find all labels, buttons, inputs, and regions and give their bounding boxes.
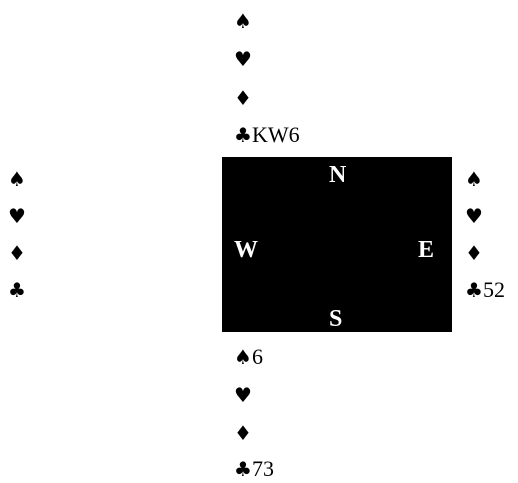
heart-icon: ♥ [465, 204, 483, 228]
west-clubs-row: ♣ [8, 279, 26, 301]
bridge-table-compass: N W E S [222, 157, 452, 332]
south-clubs-cards: 73 [251, 456, 274, 481]
north-hearts-row: ♥ [234, 48, 252, 70]
east-diamonds-row: ♦ [465, 242, 483, 264]
north-clubs-row: ♣KW6 [234, 122, 300, 147]
east-clubs-cards: 52 [482, 277, 505, 302]
heart-icon: ♥ [8, 204, 26, 228]
south-hearts-row: ♥ [234, 384, 252, 406]
club-icon: ♣ [465, 278, 483, 302]
compass-north-label: N [329, 162, 347, 188]
south-spades-cards: 6 [251, 344, 263, 369]
heart-icon: ♥ [234, 47, 252, 71]
diamond-icon: ♦ [234, 421, 252, 445]
club-icon: ♣ [234, 123, 252, 147]
south-diamonds-row: ♦ [234, 422, 252, 444]
diamond-icon: ♦ [465, 241, 483, 265]
spade-icon: ♠ [234, 345, 252, 369]
west-hand: ♠ ♥ ♦ ♣ [8, 168, 68, 301]
south-hand: ♠6 ♥ ♦ ♣73 [234, 346, 354, 483]
diamond-icon: ♦ [234, 86, 252, 110]
compass-west-label: W [234, 237, 258, 263]
west-spades-row: ♠ [8, 168, 26, 190]
spade-icon: ♠ [234, 9, 252, 33]
north-spades-row: ♠ [234, 10, 252, 32]
south-spades-row: ♠6 [234, 344, 263, 369]
compass-south-label: S [329, 306, 343, 332]
west-diamonds-row: ♦ [8, 242, 26, 264]
west-hearts-row: ♥ [8, 205, 26, 227]
east-spades-row: ♠ [465, 168, 483, 190]
north-diamonds-row: ♦ [234, 87, 252, 109]
spade-icon: ♠ [8, 167, 26, 191]
north-clubs-cards: KW6 [251, 122, 300, 147]
diamond-icon: ♦ [8, 241, 26, 265]
club-icon: ♣ [8, 278, 26, 302]
east-hand: ♠ ♥ ♦ ♣52 [465, 168, 518, 302]
north-hand: ♠ ♥ ♦ ♣KW6 [234, 10, 354, 150]
heart-icon: ♥ [234, 383, 252, 407]
south-clubs-row: ♣73 [234, 456, 274, 481]
compass-east-label: E [418, 237, 435, 263]
east-hearts-row: ♥ [465, 205, 483, 227]
spade-icon: ♠ [465, 167, 483, 191]
east-clubs-row: ♣52 [465, 277, 505, 302]
club-icon: ♣ [234, 457, 252, 481]
